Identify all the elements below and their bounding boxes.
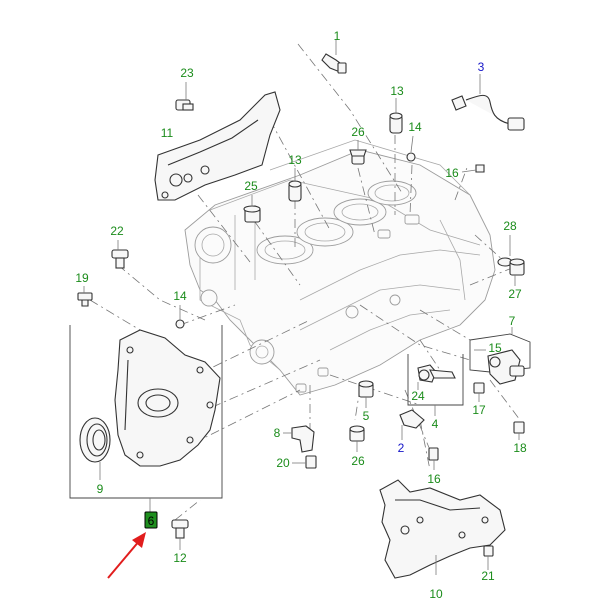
engine-block-ghost xyxy=(184,139,496,396)
part-26-plug-lower xyxy=(349,425,365,452)
part-19-bolt xyxy=(77,286,93,307)
callout-26-lower: 26 xyxy=(351,454,365,468)
part-12-bolt xyxy=(171,519,189,550)
bracket-7 xyxy=(469,327,531,373)
callout-5: 5 xyxy=(363,409,370,423)
part-2-sensor xyxy=(399,409,425,440)
callout-17: 17 xyxy=(472,403,486,417)
callout-25: 25 xyxy=(244,179,258,193)
part-28-washer xyxy=(497,235,513,267)
part-11-upper-cover xyxy=(154,91,281,201)
red-arrow-icon xyxy=(107,532,146,579)
callout-28: 28 xyxy=(503,219,517,233)
part-6-front-cover xyxy=(114,329,221,467)
callout-1: 1 xyxy=(334,29,341,43)
part-13-plug-lower xyxy=(288,168,302,202)
callout-8: 8 xyxy=(274,426,281,440)
part-20-bolt xyxy=(292,455,317,469)
part-5-plug xyxy=(358,380,374,408)
callout-20: 20 xyxy=(276,456,290,470)
callout-14-upper: 14 xyxy=(408,120,422,134)
bracket-6 xyxy=(69,325,223,512)
part-21-bolt xyxy=(483,545,494,570)
callout-16-upper: 16 xyxy=(445,166,459,180)
part-26-plug-upper xyxy=(349,140,367,165)
callout-13-upper: 13 xyxy=(390,84,404,98)
part-23-stud xyxy=(175,82,194,111)
part-10-shield xyxy=(379,479,506,579)
part-24-valve xyxy=(417,364,456,390)
callout-10: 10 xyxy=(429,587,443,601)
callout-27: 27 xyxy=(508,287,522,301)
callout-26-upper: 26 xyxy=(351,125,365,139)
part-14-bolt-upper xyxy=(406,135,416,162)
callout-9: 9 xyxy=(97,482,104,496)
part-8-bracket xyxy=(283,425,315,453)
part-3-sensor-harness xyxy=(451,74,525,131)
part-15-solenoid xyxy=(474,349,525,385)
part-27-plug xyxy=(509,258,525,286)
callout-19: 19 xyxy=(75,271,89,285)
part-18-bolt xyxy=(513,421,525,440)
callout-6: 6 xyxy=(148,514,155,528)
callout-6-highlight: 6 xyxy=(144,511,158,529)
callout-11: 11 xyxy=(161,126,174,140)
callout-12: 12 xyxy=(173,551,187,565)
callout-7: 7 xyxy=(509,314,516,328)
callout-22: 22 xyxy=(110,224,124,238)
part-14-bolt-lower xyxy=(175,305,185,329)
part-17-bolt xyxy=(473,382,485,402)
callout-18: 18 xyxy=(513,441,527,455)
callout-13-lower: 13 xyxy=(288,153,302,167)
red-arrow-shaft xyxy=(107,539,141,579)
part-22-bolt xyxy=(111,240,129,269)
callout-16-lower: 16 xyxy=(427,472,441,486)
callout-24: 24 xyxy=(411,389,425,403)
red-arrow-head xyxy=(132,532,146,548)
bracket-4 xyxy=(407,354,464,416)
callout-3: 3 xyxy=(478,60,485,74)
callouts: 1 3 23 13 26 14 11 13 16 25 22 28 19 27 … xyxy=(75,29,527,601)
part-13-plug-upper xyxy=(389,98,403,134)
part-16-bolt-lower xyxy=(428,447,439,470)
callout-14-lower: 14 xyxy=(173,289,187,303)
part-25-plug xyxy=(243,195,261,223)
callout-23: 23 xyxy=(180,66,194,80)
part-16-bolt-upper xyxy=(461,164,485,173)
callout-15: 15 xyxy=(488,341,502,355)
callout-21: 21 xyxy=(481,569,495,583)
part-1-sensor xyxy=(321,40,347,74)
callout-2: 2 xyxy=(398,441,405,455)
callout-6-box xyxy=(144,511,158,529)
callout-4: 4 xyxy=(432,417,439,431)
part-9-seal xyxy=(79,417,111,480)
